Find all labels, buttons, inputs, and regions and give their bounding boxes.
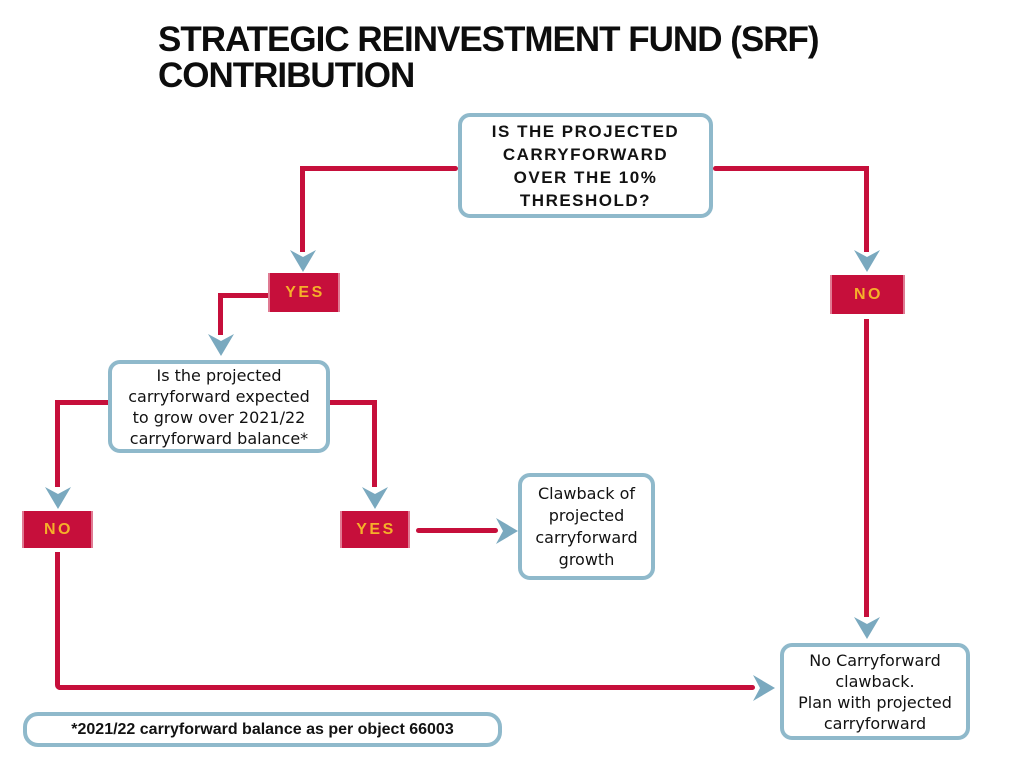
connector-q1-to-yes-horizontal [300, 166, 458, 171]
decision-box-threshold: IS THE PROJECTED CARRYFORWARD OVER THE 1… [458, 113, 713, 218]
branch-tag-no-growth-label: NO [44, 520, 73, 538]
branch-tag-no-threshold: NO [830, 275, 905, 314]
decision-box-threshold-label: IS THE PROJECTED CARRYFORWARD OVER THE 1… [491, 121, 680, 210]
branch-tag-yes-growth-label: YES [356, 520, 396, 538]
connector-q1-to-no-horizontal [713, 166, 869, 171]
arrowhead-down-icon [290, 250, 316, 272]
outcome-box-no-clawback: No Carryforward clawback. Plan with proj… [780, 643, 970, 740]
page-title: STRATEGIC REINVESTMENT FUND (SRF) CONTRI… [158, 20, 820, 95]
footnote-box: *2021/22 carryforward balance as per obj… [23, 712, 502, 747]
connector-yes2-to-clawback [416, 528, 498, 533]
connector-no2-to-outcome-horizontal [57, 685, 755, 690]
outcome-box-no-clawback-label: No Carryforward clawback. Plan with proj… [798, 650, 952, 733]
arrowhead-down-icon [362, 487, 388, 509]
branch-tag-yes-growth: YES [340, 511, 410, 548]
outcome-box-clawback: Clawback of projected carryforward growt… [518, 473, 655, 580]
branch-tag-yes-threshold: YES [268, 273, 340, 312]
decision-box-growth-label: Is the projected carryforward expected t… [128, 365, 310, 448]
outcome-box-clawback-label: Clawback of projected carryforward growt… [535, 483, 638, 569]
connector-q2-to-yes2-horizontal [330, 400, 377, 405]
branch-tag-no-threshold-label: NO [854, 285, 883, 303]
arrowhead-right-icon [753, 675, 775, 701]
decision-box-growth: Is the projected carryforward expected t… [108, 360, 330, 453]
branch-tag-no-growth: NO [22, 511, 93, 548]
arrowhead-right-icon [496, 518, 518, 544]
branch-tag-yes-threshold-label: YES [285, 283, 325, 301]
connector-no1-to-outcome-vertical [864, 319, 869, 617]
connector-q2-to-no2-vertical [55, 400, 60, 487]
connector-q2-to-yes2-vertical [372, 400, 377, 487]
arrowhead-down-icon [854, 617, 880, 639]
connector-q2-to-no2-horizontal [57, 400, 108, 405]
arrowhead-down-icon [45, 487, 71, 509]
connector-yes1-to-q2-vertical [218, 293, 223, 335]
arrowhead-down-icon [854, 250, 880, 272]
connector-q1-to-no-vertical [864, 166, 869, 252]
arrowhead-down-icon [208, 334, 234, 356]
footnote-label: *2021/22 carryforward balance as per obj… [71, 720, 454, 738]
connector-q1-to-yes-vertical [300, 166, 305, 252]
connector-yes1-to-q2-horizontal [218, 293, 268, 298]
connector-no2-down-vertical [55, 552, 60, 690]
